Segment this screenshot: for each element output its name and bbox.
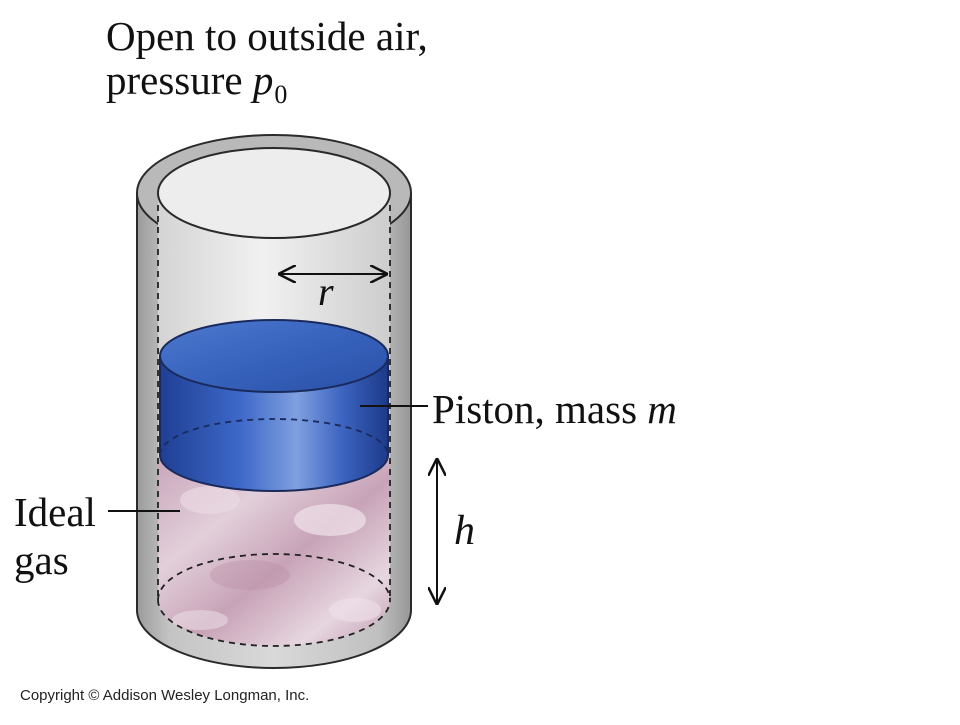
- gas-label-line-2: gas: [14, 537, 69, 583]
- title-pressure-word: pressure: [106, 57, 253, 103]
- title-line-2: pressure p0: [106, 57, 428, 109]
- mass-symbol: m: [647, 386, 677, 432]
- gas-label-line-1: Ideal: [14, 489, 96, 535]
- hidden-inner-walls: [157, 205, 391, 647]
- pressure-subscript: 0: [274, 80, 288, 109]
- piston-label: Piston, mass m: [432, 389, 677, 430]
- height-label: h: [454, 508, 475, 554]
- ideal-gas-region: [158, 460, 390, 646]
- piston-label-text: Piston, mass: [432, 386, 648, 432]
- copyright-text: Copyright © Addison Wesley Longman, Inc.: [20, 687, 310, 704]
- radius-label: r: [318, 269, 334, 314]
- gas-label: Ideal gas: [14, 488, 96, 584]
- pressure-symbol: p: [252, 57, 274, 103]
- title-line-1: Open to outside air,: [106, 13, 428, 59]
- piston: [159, 319, 389, 492]
- title-label: Open to outside air, pressure p0: [106, 13, 428, 109]
